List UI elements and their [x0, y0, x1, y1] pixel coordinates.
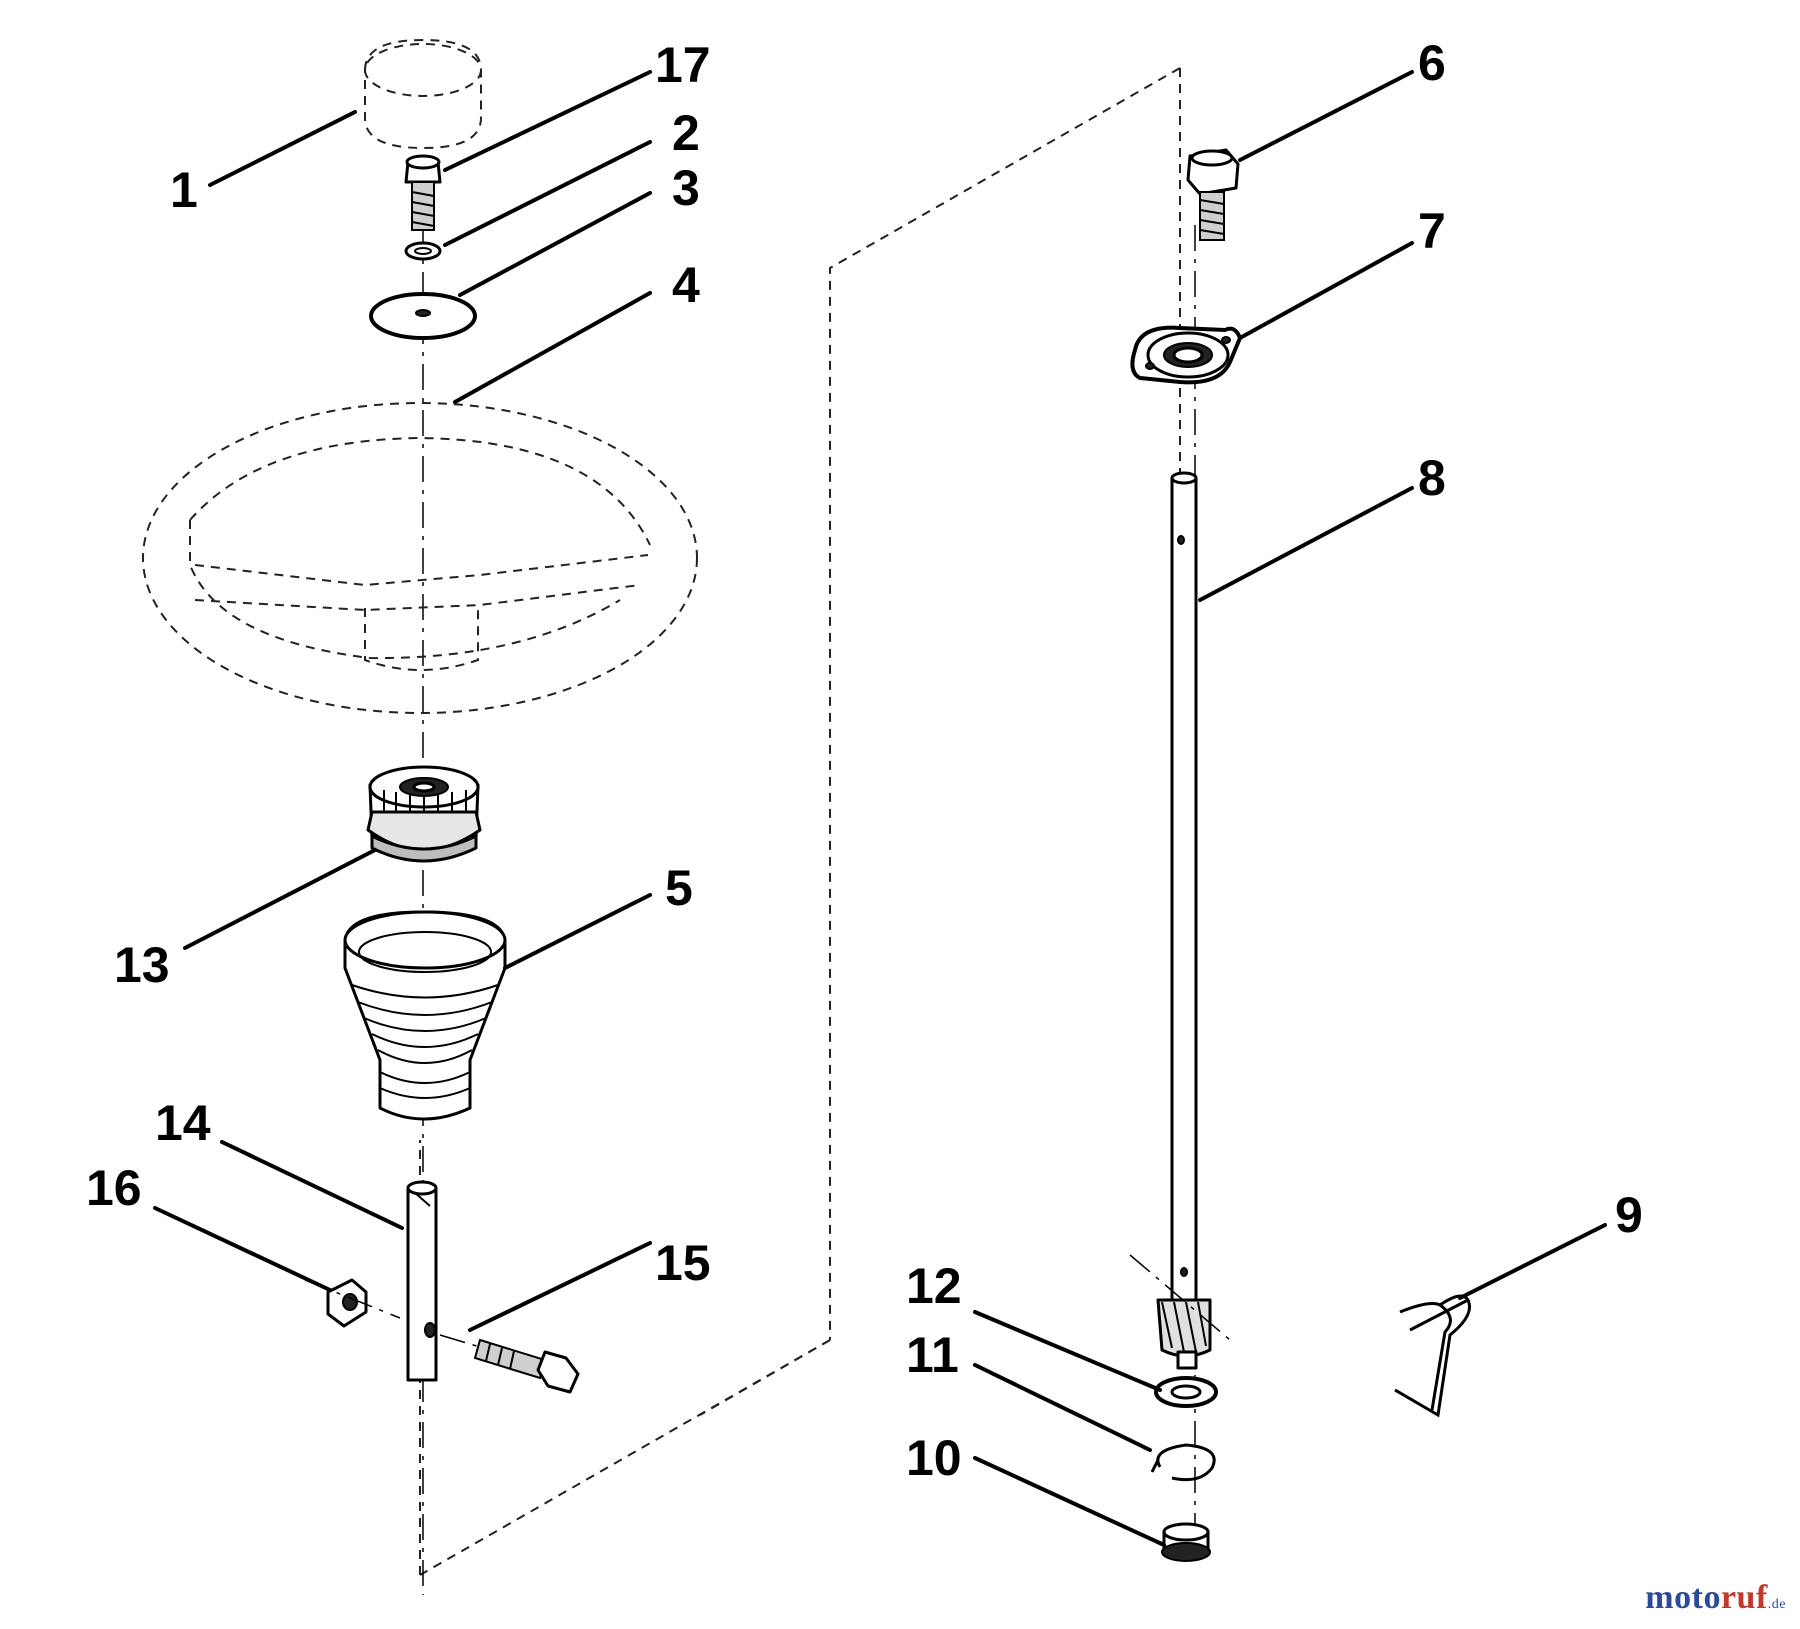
callout-9: 9: [1615, 1187, 1643, 1243]
callout-5: 5: [665, 860, 693, 916]
callout-1: 1: [170, 162, 198, 218]
callout-8: 8: [1418, 450, 1446, 506]
part-16-hex-nut: [304, 1278, 401, 1328]
leader-lines: [153, 70, 1607, 1547]
part-15-bolt: [439, 1334, 580, 1394]
callout-labels: 1 17 2 3 4 5 13 14 16 15 6 7 8 9 12 11 1…: [86, 35, 1643, 1486]
pinion-gear: [1129, 1254, 1231, 1370]
part-2-lock-washer: [404, 241, 442, 261]
watermark-part-c: .de: [1767, 1597, 1786, 1612]
watermark-part-b: ruf: [1720, 1579, 1768, 1616]
part-8-column-tube: [1170, 471, 1198, 1312]
callout-13: 13: [114, 937, 170, 993]
part-10-bushing: [1161, 1522, 1211, 1562]
callout-15: 15: [655, 1235, 711, 1291]
part-7-flange-bearing: [1130, 325, 1242, 385]
part-11-retaining-ring: [1150, 1443, 1216, 1482]
callout-17: 17: [655, 37, 711, 93]
callout-16: 16: [86, 1160, 142, 1216]
part-14-steering-shaft: [406, 1180, 438, 1382]
part-13-spline-adapter: [366, 765, 482, 863]
callout-11: 11: [906, 1327, 959, 1383]
callout-12: 12: [906, 1258, 962, 1314]
watermark-logo: motoruf.de: [1645, 1579, 1786, 1617]
part-17-bolt: [404, 154, 442, 231]
watermark-part-a: moto: [1645, 1579, 1721, 1616]
callout-2: 2: [672, 105, 700, 161]
callout-14: 14: [155, 1095, 211, 1151]
callout-7: 7: [1418, 203, 1446, 259]
part-6-bolt: [1186, 148, 1240, 241]
part-9-hairpin-clip: [1394, 1294, 1471, 1418]
part-5-column-boot: [343, 910, 507, 1121]
callout-3: 3: [672, 160, 700, 216]
part-1-cap: [364, 38, 482, 150]
callout-6: 6: [1418, 35, 1446, 91]
callout-10: 10: [906, 1430, 962, 1486]
part-4-steering-wheel: [142, 402, 698, 714]
part-3-flat-washer: [369, 292, 477, 340]
callout-4: 4: [672, 257, 700, 313]
part-12-washer: [1154, 1376, 1218, 1408]
